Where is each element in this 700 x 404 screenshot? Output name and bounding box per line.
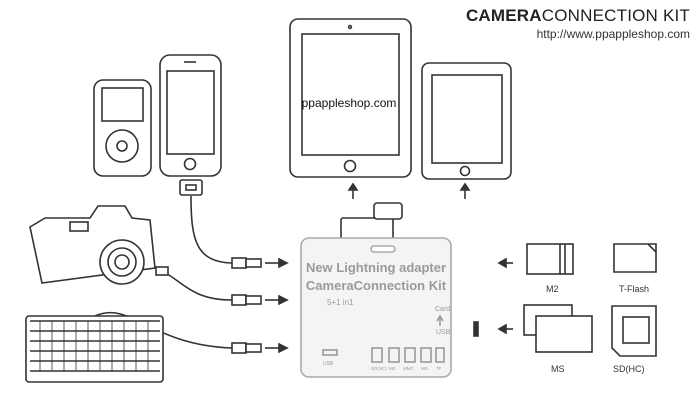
header-title: CAMERACONNECTION KIT [466,6,690,26]
camera-icon [29,205,156,285]
adapter-slot-sd: SD(HC) [371,366,387,371]
up-arrow-icon [347,182,471,199]
usb-plug-icon [155,257,262,354]
iphone-icon [159,54,222,177]
adapter-body [300,202,452,378]
card-label-tflash: T-Flash [619,284,649,294]
ipod-icon [93,79,152,177]
sd-card-icon [611,305,657,357]
adapter-slot-m2: M2 [389,366,396,371]
tflash-card-icon [613,243,657,273]
ms-card-icon [523,304,593,353]
dock-connector-icon [179,179,203,196]
ipad-screen-text: ppappleshop.com [302,96,397,110]
right-arrow-icon [265,257,289,354]
adapter-port-usb: USB [436,329,451,336]
adapter-port-card: Card [435,306,450,313]
header-url[interactable]: http://www.ppappleshop.com [536,27,690,41]
card-label-ms: MS [551,364,565,374]
adapter-line1: New Lightning adapter [306,260,446,275]
adapter-slot-mmc: MMC [403,366,414,371]
ipad-large-icon [289,18,412,178]
keyboard-icon [25,315,164,383]
adapter-line2: CameraConnection Kit [306,278,447,293]
adapter-port-usb-left: USB [323,361,334,367]
header-title-bold: CAMERA [465,6,542,25]
header-title-rest: CONNECTION KIT [541,6,690,25]
adapter-line3: 5+1 in1 [327,298,354,307]
card-label-sdhc: SD(HC) [613,364,645,374]
left-arrow-icon [473,257,513,337]
m2-card-icon [526,243,574,275]
ipad-mini-icon [421,62,512,180]
card-label-m2: M2 [546,284,559,294]
adapter-slot-ms: MS [421,366,428,371]
adapter-slot-tf: TF [436,366,442,371]
